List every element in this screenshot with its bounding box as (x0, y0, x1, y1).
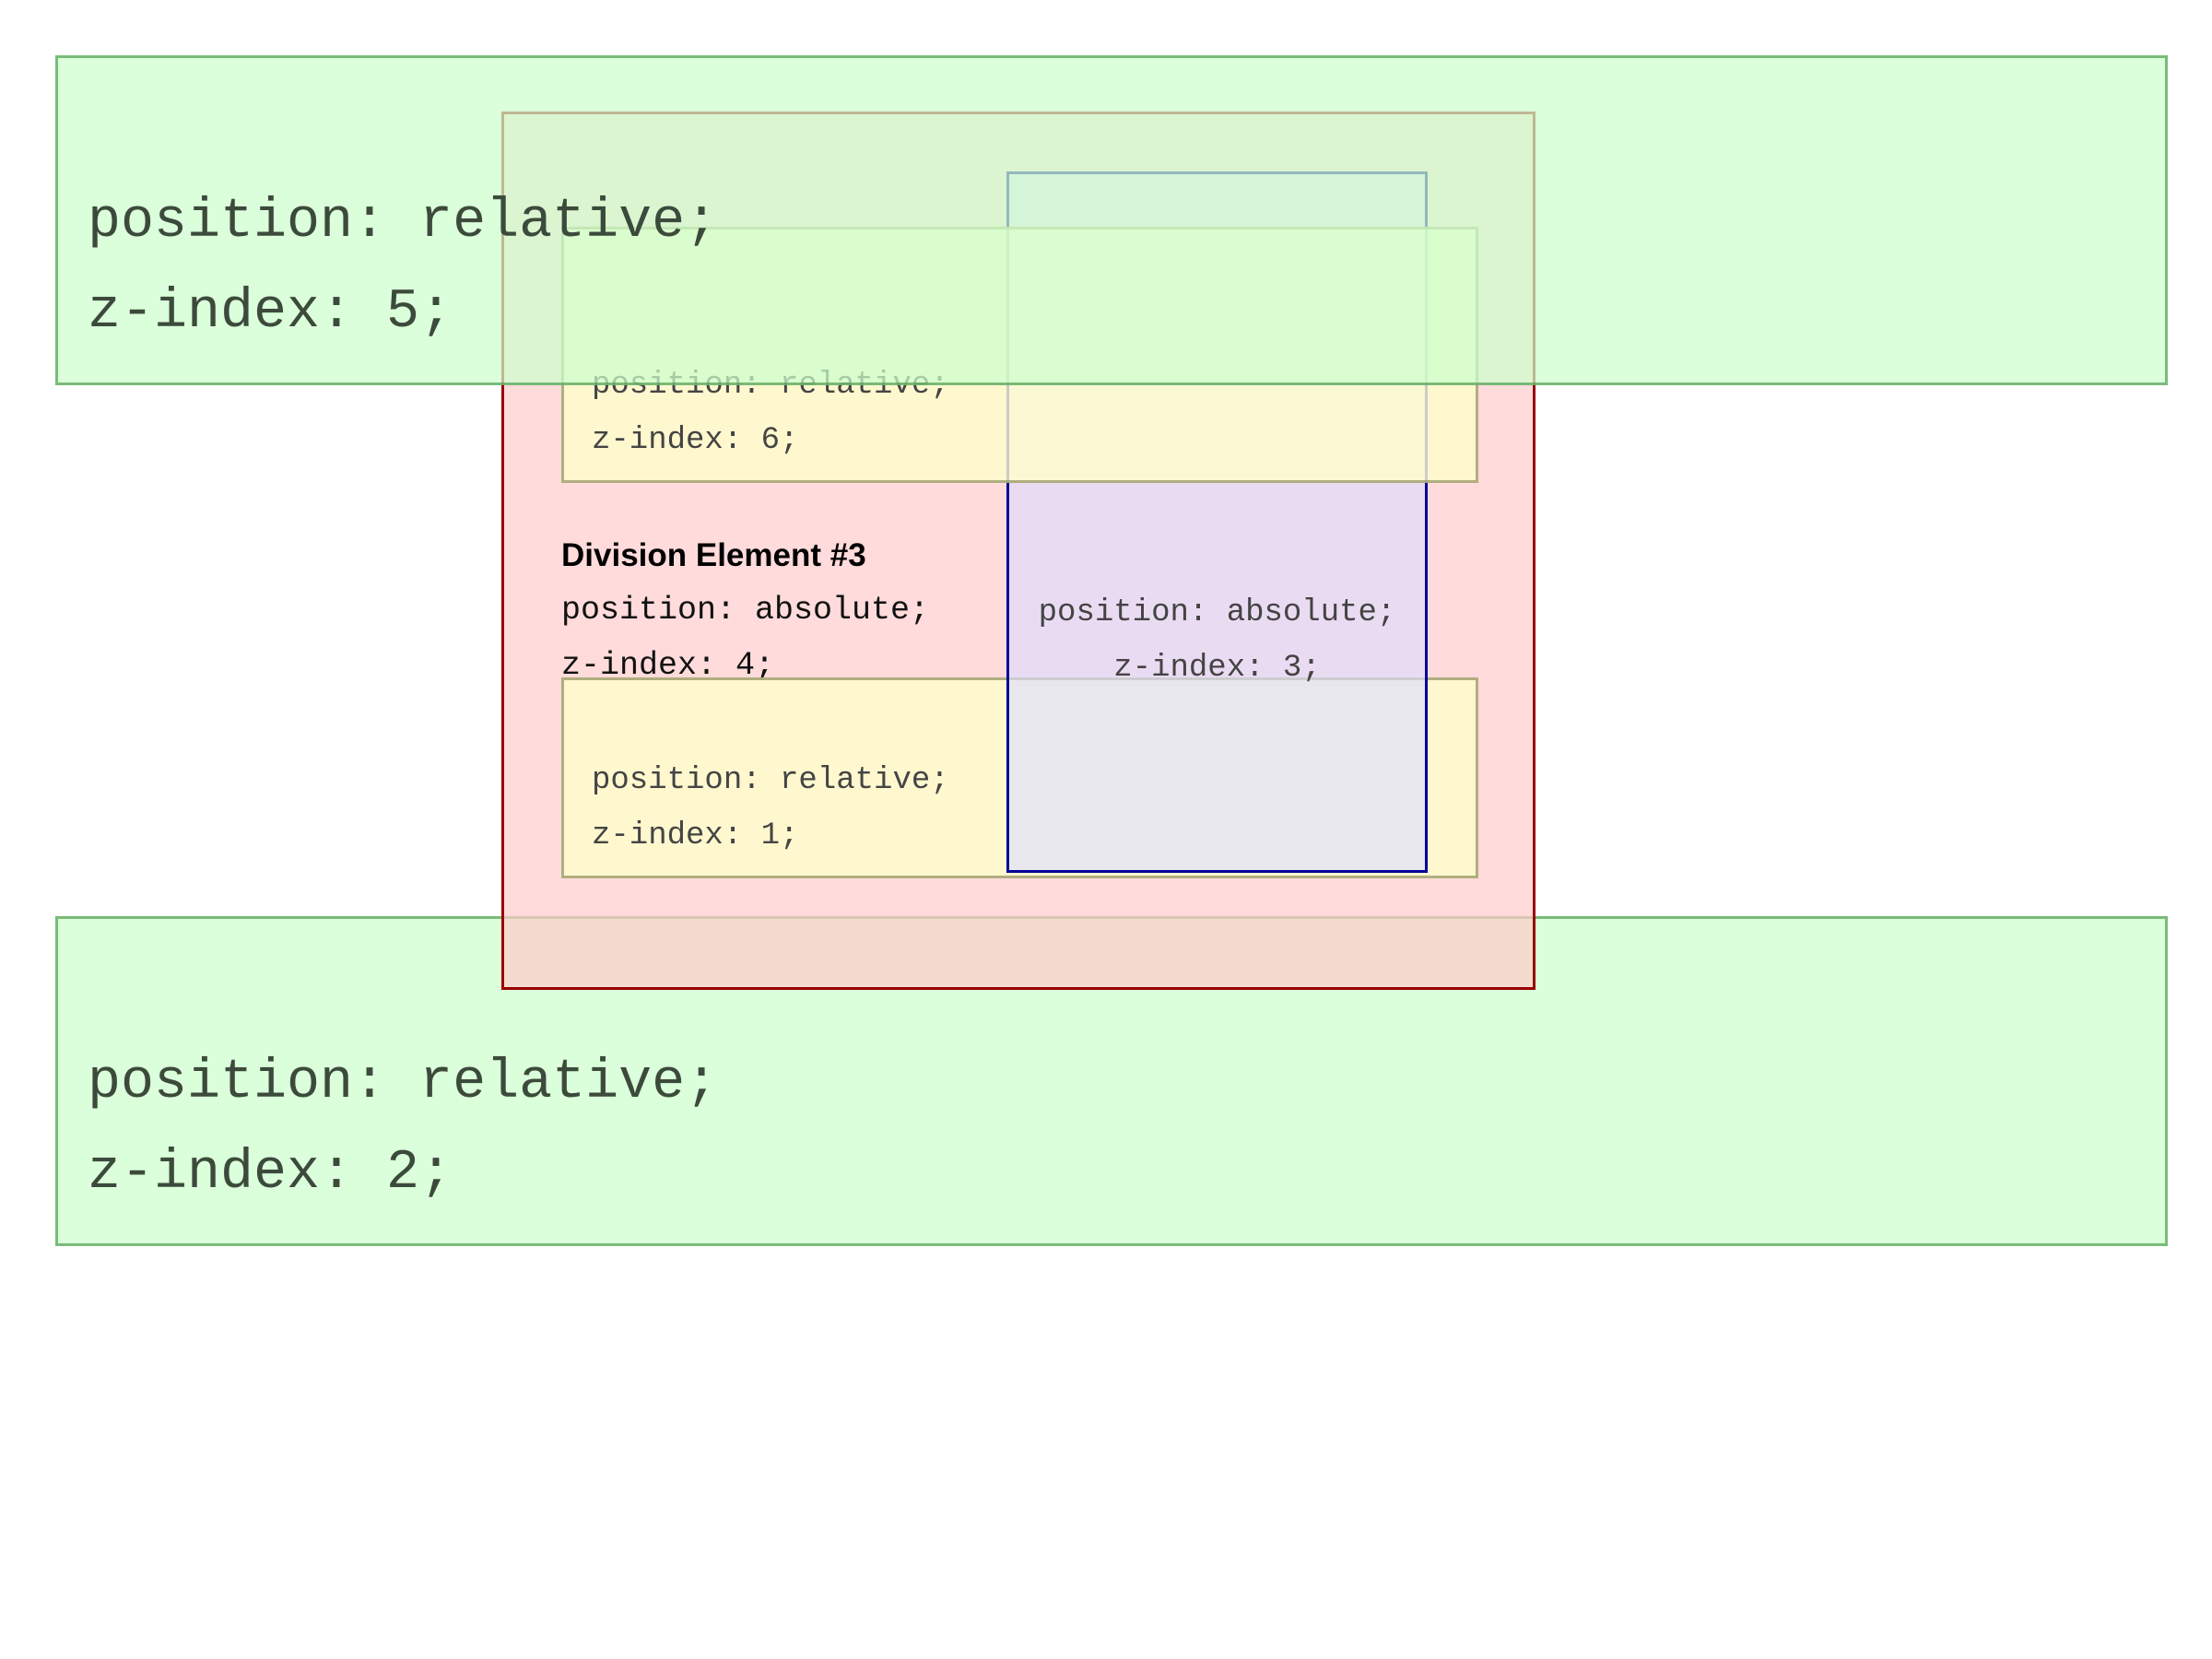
purple-box-zindex: z-index: 3; (1113, 651, 1321, 686)
purple-box-position: position: absolute; (1038, 595, 1396, 630)
yellow-box-z6-zindex: z-index: 6; (592, 423, 799, 458)
green-box-z5: position: relative; z-index: 5; (55, 55, 2168, 385)
green-box-z5-position: position: relative; (88, 191, 719, 253)
red-box-zindex: z-index: 4; (561, 647, 775, 684)
yellow-box-z1-zindex: z-index: 1; (592, 818, 799, 853)
red-box-position: position: absolute; (561, 592, 930, 629)
green-box-z2-zindex: z-index: 2; (88, 1142, 453, 1205)
green-box-z2-position: position: relative; (88, 1052, 719, 1114)
yellow-box-z1-position: position: relative; (592, 763, 949, 798)
green-box-z5-zindex: z-index: 5; (88, 281, 453, 344)
red-box-title: Division Element #3 (561, 537, 866, 573)
